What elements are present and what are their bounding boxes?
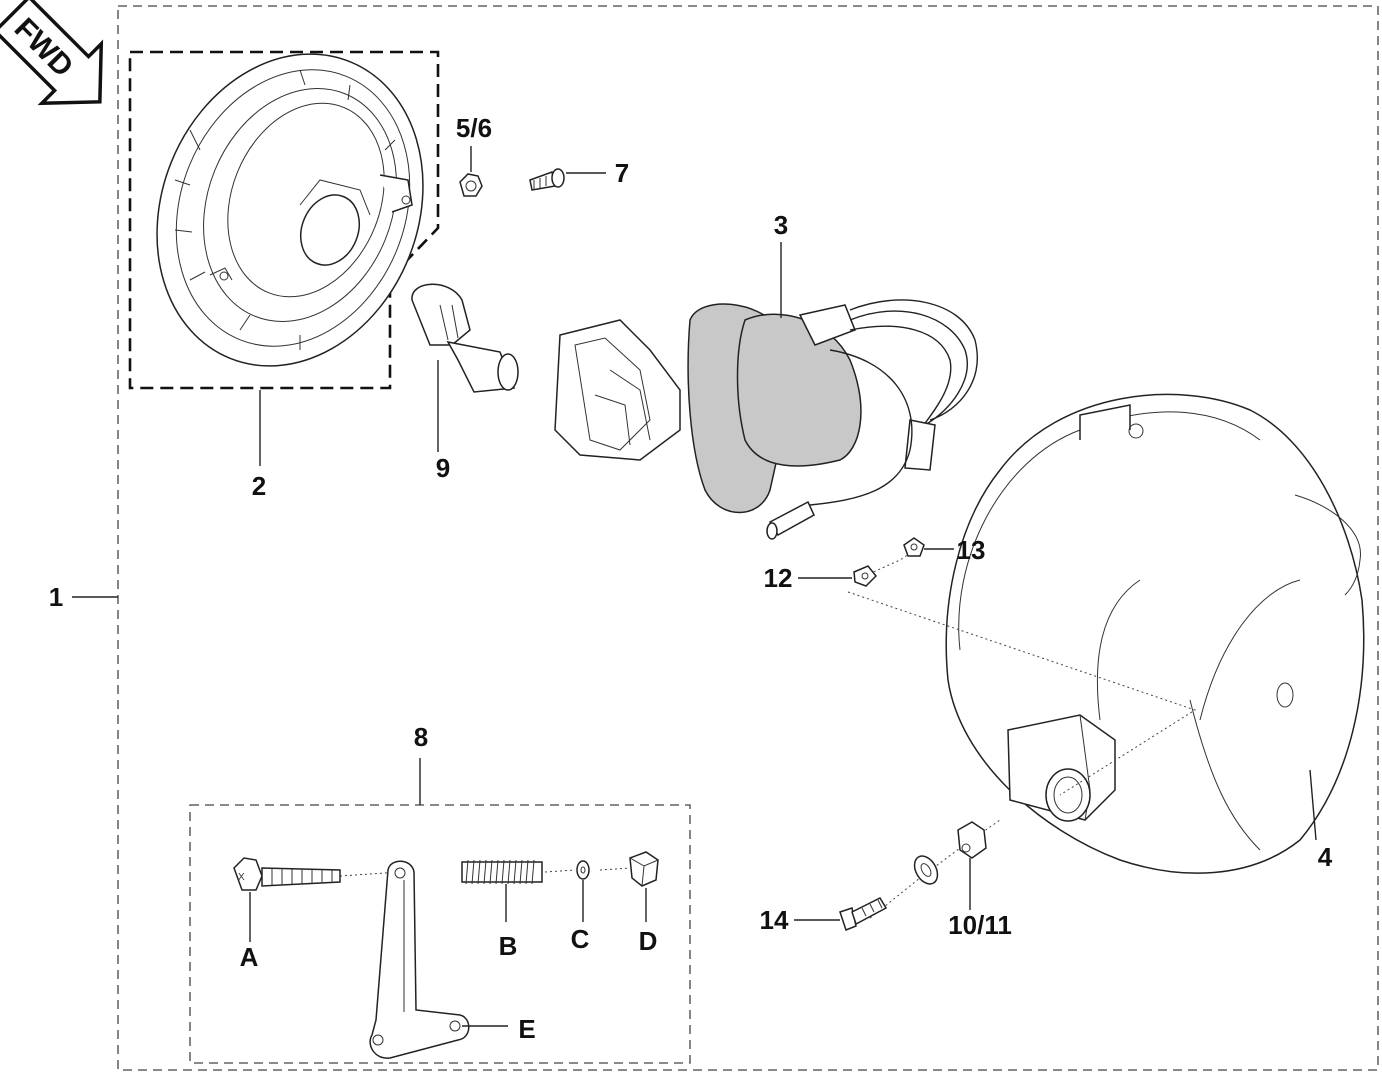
kit-spring-part — [461, 859, 543, 885]
screw-part — [529, 168, 565, 191]
wiring-harness-part — [687, 299, 978, 540]
callout-10-11: 10/11 — [948, 910, 1012, 940]
kit-bolt-part: X — [233, 857, 341, 891]
callout-5-6: 5/6 — [456, 113, 492, 143]
washer-nut-part — [913, 821, 987, 885]
kit-washer-part — [576, 860, 590, 880]
bulb-socket-part — [554, 319, 681, 461]
fwd-arrow-icon: FWD — [0, 0, 104, 106]
callout-12: 12 — [764, 563, 793, 593]
callout-b: B — [499, 931, 518, 961]
kit-nut-part — [629, 851, 659, 887]
callout-4: 4 — [1318, 842, 1333, 872]
callout-c: C — [571, 924, 590, 954]
assembly-boundary — [117, 5, 1379, 1071]
callout-7: 7 — [615, 158, 629, 188]
bolt-12-part — [853, 565, 878, 587]
kit-boundary — [189, 804, 691, 1064]
nut-part — [459, 173, 483, 197]
callout-e: E — [518, 1014, 535, 1044]
callout-14: 14 — [760, 905, 789, 935]
callout-a: A — [240, 942, 259, 972]
bolt-14-part — [839, 897, 888, 931]
callout-9: 9 — [436, 453, 450, 483]
nut-13-part — [903, 537, 925, 557]
callout-2: 2 — [252, 471, 266, 501]
lens-unit-boundary — [128, 50, 440, 390]
kit-bracket-part — [369, 860, 470, 1059]
headlamp-lens-unit — [156, 53, 424, 367]
svg-text:X: X — [238, 872, 245, 883]
headlamp-shell-part — [945, 393, 1365, 874]
bulb-part — [411, 283, 519, 393]
callout-8: 8 — [414, 722, 428, 752]
callout-1: 1 — [49, 582, 63, 612]
callout-d: D — [639, 926, 658, 956]
callout-3: 3 — [774, 210, 788, 240]
callout-13: 13 — [957, 535, 986, 565]
